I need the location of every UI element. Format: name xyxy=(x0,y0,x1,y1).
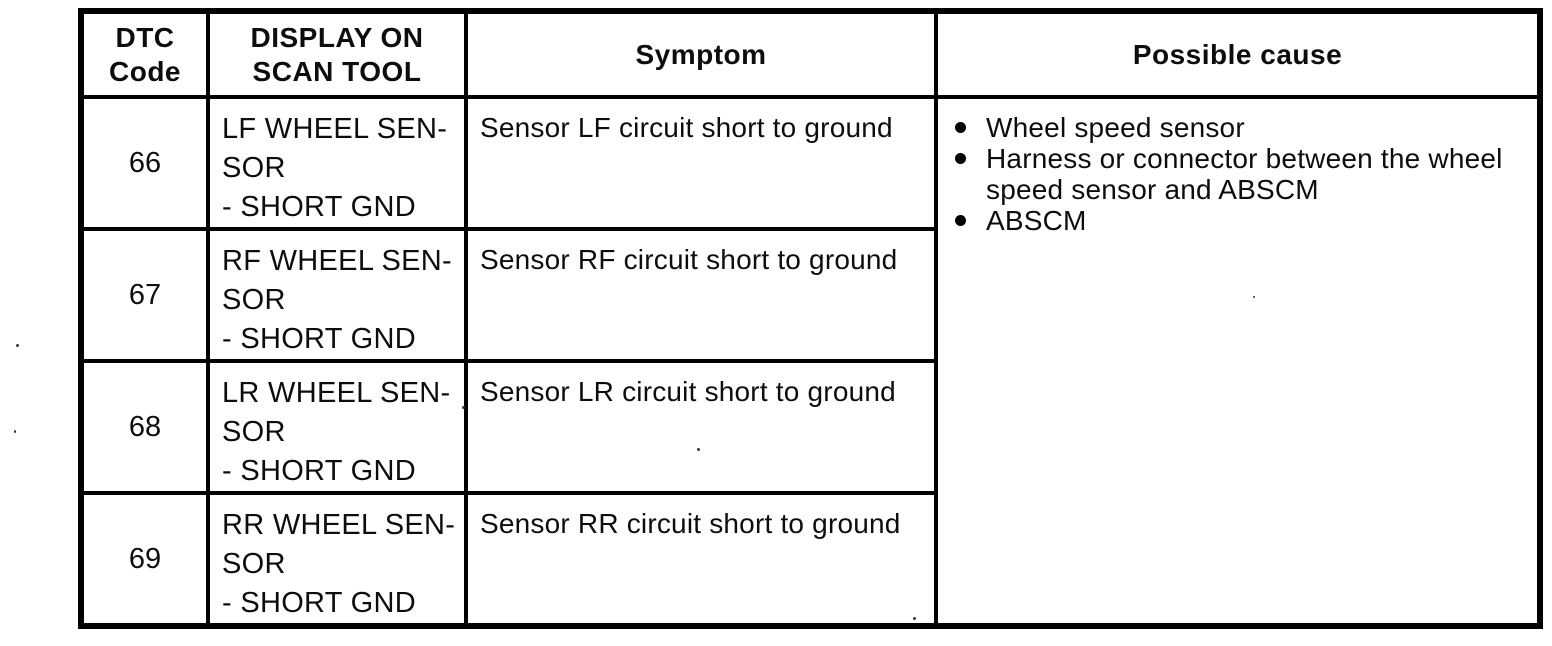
header-row: DTC Code DISPLAY ON SCAN TOOL Symptom Po… xyxy=(79,9,1542,99)
scan-tool-display-value: LR WHEEL SEN- SOR - SHORT GND xyxy=(206,359,468,495)
table-row-dtc-67: 67 RF WHEEL SEN- SOR - SHORT GND Sensor … xyxy=(79,227,1540,363)
cause-text: ABSCM xyxy=(986,205,1087,236)
cause-list-item: ABSCM xyxy=(950,205,1525,236)
scan-tool-display-value: LF WHEEL SEN- SOR - SHORT GND xyxy=(206,95,468,231)
symptom-value: Sensor RR circuit short to ground xyxy=(464,491,938,628)
possible-cause-cell: Wheel speed sensor Harness or connector … xyxy=(934,95,1542,628)
dtc-code-value: 66 xyxy=(79,95,210,231)
dtc-code-table: DTC Code DISPLAY ON SCAN TOOL Symptom Po… xyxy=(78,8,1543,629)
dtc-code-value: 68 xyxy=(79,359,210,495)
bullet-icon xyxy=(955,122,966,133)
scan-tool-display-value: RF WHEEL SEN- SOR - SHORT GND xyxy=(206,227,468,363)
symptom-value: Sensor RF circuit short to ground xyxy=(464,227,938,363)
col-header-dtc-code: DTC Code xyxy=(79,9,210,99)
scan-speckle xyxy=(1253,296,1255,298)
bullet-icon xyxy=(955,215,966,226)
symptom-value: Sensor LF circuit short to ground xyxy=(464,95,938,231)
cause-text: Harness or connector between the wheel s… xyxy=(986,143,1503,205)
cause-list-item: Harness or connector between the wheel s… xyxy=(950,143,1525,205)
col-header-display-on-scan-tool: DISPLAY ON SCAN TOOL xyxy=(206,9,468,99)
table-row-dtc-69: 69 RR WHEEL SEN- SOR - SHORT GND Sensor … xyxy=(79,491,1540,628)
symptom-value: Sensor LR circuit short to ground xyxy=(464,359,938,495)
table-row-dtc-66: 66 LF WHEEL SEN- SOR - SHORT GND Sensor … xyxy=(79,95,1542,628)
dtc-code-value: 69 xyxy=(79,491,210,628)
bullet-icon xyxy=(955,153,966,164)
col-header-possible-cause: Possible cause xyxy=(934,9,1542,99)
scan-speckle xyxy=(913,617,916,620)
col-header-symptom: Symptom xyxy=(464,9,938,99)
scan-speckle xyxy=(16,344,19,347)
cause-list-item: Wheel speed sensor xyxy=(950,112,1525,143)
dtc-code-value: 67 xyxy=(79,227,210,363)
scan-tool-display-value: RR WHEEL SEN- SOR - SHORT GND xyxy=(206,491,468,628)
scan-speckle xyxy=(697,448,700,451)
table-row-dtc-68: 68 LR WHEEL SEN- SOR - SHORT GND Sensor … xyxy=(79,359,1540,495)
cause-text: Wheel speed sensor xyxy=(986,112,1245,143)
scan-speckle xyxy=(462,406,465,409)
scan-speckle xyxy=(14,430,16,433)
